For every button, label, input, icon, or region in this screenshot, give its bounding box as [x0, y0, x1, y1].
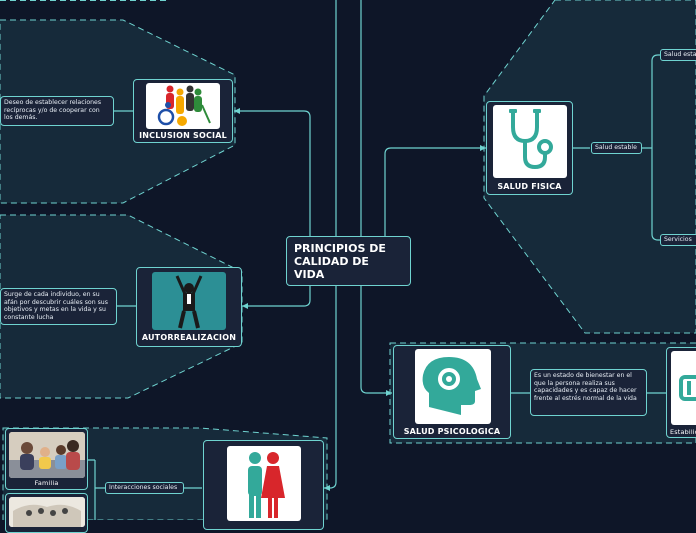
node-autorrealizacion[interactable]: AUTORREALIZACION — [136, 267, 242, 347]
central-title: PRINCIPIOS DE CALIDAD DE VIDA — [294, 242, 386, 281]
inclusion-icon — [146, 83, 220, 129]
book-icon — [671, 351, 696, 425]
autorrealizacion-label: AUTORREALIZACION — [141, 333, 237, 342]
node-estabilidad[interactable]: Estabilid — [666, 347, 696, 438]
salud-psicologica-note[interactable]: Es un estado de bienestar en el que la p… — [530, 369, 647, 416]
estabilidad-label: Estabilid — [670, 428, 696, 436]
leader-icon — [152, 272, 226, 330]
node-inclusion-social[interactable]: INCLUSION SOCIAL — [133, 79, 233, 143]
familia-label: Familia — [34, 479, 59, 487]
salud-fisica-sub-1[interactable]: Salud esta — [660, 49, 696, 61]
head-gear-icon — [415, 349, 491, 424]
panel-salud-fisica — [483, 0, 696, 334]
link-central-to-fisica — [384, 147, 486, 236]
link-central-to-autorrealizacion — [242, 286, 311, 307]
family-photo — [9, 432, 85, 478]
salud-fisica-branch[interactable]: Salud estable — [591, 142, 642, 154]
node-salud-fisica[interactable]: SALUD FISICA — [486, 101, 573, 195]
stethoscope-icon — [493, 105, 567, 178]
node-familia[interactable]: Familia — [5, 428, 88, 490]
link-central-to-inclusion — [234, 110, 311, 236]
salud-fisica-label: SALUD FISICA — [497, 182, 562, 191]
relaciones-branch[interactable]: Interacciones sociales — [105, 482, 184, 494]
salud-fisica-sub-2[interactable]: Servicios — [660, 234, 696, 246]
node-group-photo[interactable] — [5, 493, 88, 533]
link-fisica-sub — [642, 54, 660, 241]
group-photo — [9, 497, 85, 527]
node-relaciones-interpersonales[interactable] — [203, 440, 324, 530]
inclusion-social-note[interactable]: Deseo de establecer relaciones recíproca… — [0, 96, 114, 126]
autorrealizacion-note[interactable]: Surge de cada individuo, en su afán por … — [0, 288, 117, 325]
central-topic[interactable]: PRINCIPIOS DE CALIDAD DE VIDA — [286, 236, 411, 286]
node-salud-psicologica[interactable]: SALUD PSICOLOGICA — [393, 345, 511, 439]
link-top-spine-b — [324, 0, 337, 489]
inclusion-social-label: INCLUSION SOCIAL — [139, 131, 227, 140]
couple-icon — [227, 446, 301, 521]
salud-psicologica-label: SALUD PSICOLOGICA — [403, 427, 501, 436]
link-central-to-psicologica — [360, 286, 392, 394]
link-relaciones-photos — [88, 459, 105, 520]
